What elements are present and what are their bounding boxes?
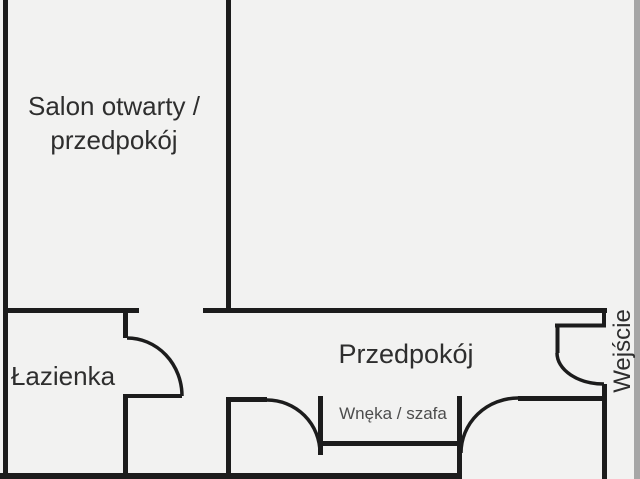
right-edge-band <box>634 0 640 479</box>
salon-label-line2: przedpokój <box>50 125 178 155</box>
salon-label: Salon otwarty / przedpokój <box>14 89 214 157</box>
bathroom-door-arc <box>126 336 184 397</box>
walls-group <box>0 0 607 479</box>
bathroom-label: Łazienka <box>10 361 116 391</box>
hallway-label: Przedpokój <box>338 339 474 369</box>
niche-label: Wnęka / szafa <box>339 404 447 423</box>
inner-door-right-arc <box>459 396 519 454</box>
entrance-door-arc <box>555 352 605 386</box>
entrance-label: Wejście <box>609 309 637 393</box>
salon-label-line1: Salon otwarty / <box>28 91 200 121</box>
